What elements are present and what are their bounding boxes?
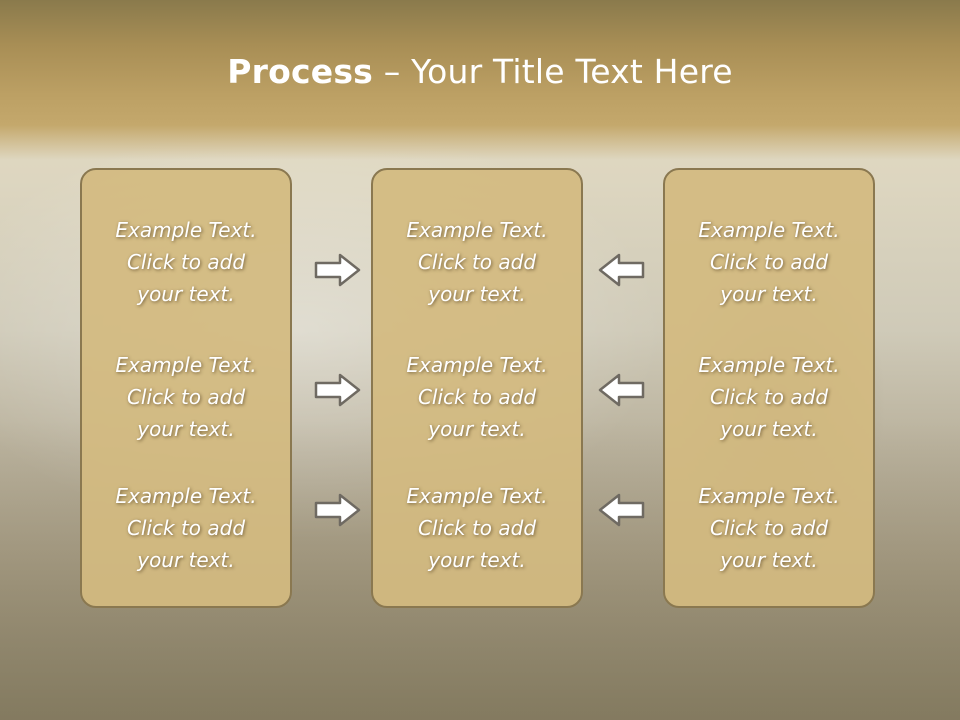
box-right-text-3[interactable]: Example Text. Click to add your text. [698, 484, 840, 572]
slide-title[interactable]: Process – Your Title Text Here [0, 52, 960, 91]
box-center-text-1[interactable]: Example Text. Click to add your text. [406, 218, 548, 306]
arrow-left-icon [598, 253, 645, 287]
box-left-text-1[interactable]: Example Text. Click to add your text. [115, 218, 257, 306]
box-center-text-2[interactable]: Example Text. Click to add your text. [406, 353, 548, 441]
arrow-left-icon [598, 493, 645, 527]
box-center-text-3[interactable]: Example Text. Click to add your text. [406, 484, 548, 572]
box-right-text-1[interactable]: Example Text. Click to add your text. [698, 218, 840, 306]
box-right-text-2[interactable]: Example Text. Click to add your text. [698, 353, 840, 441]
title-bold-text: Process [227, 52, 374, 91]
process-box-right[interactable]: Example Text. Click to add your text. Ex… [663, 168, 875, 608]
process-box-left[interactable]: Example Text. Click to add your text. Ex… [80, 168, 292, 608]
title-rest-text: – Your Title Text Here [373, 52, 733, 91]
box-left-text-2[interactable]: Example Text. Click to add your text. [115, 353, 257, 441]
process-box-center[interactable]: Example Text. Click to add your text. Ex… [371, 168, 583, 608]
box-left-text-3[interactable]: Example Text. Click to add your text. [115, 484, 257, 572]
arrow-right-icon [314, 373, 361, 407]
arrow-left-icon [598, 373, 645, 407]
arrow-right-icon [314, 253, 361, 287]
arrow-right-icon [314, 493, 361, 527]
title-band [0, 0, 960, 160]
